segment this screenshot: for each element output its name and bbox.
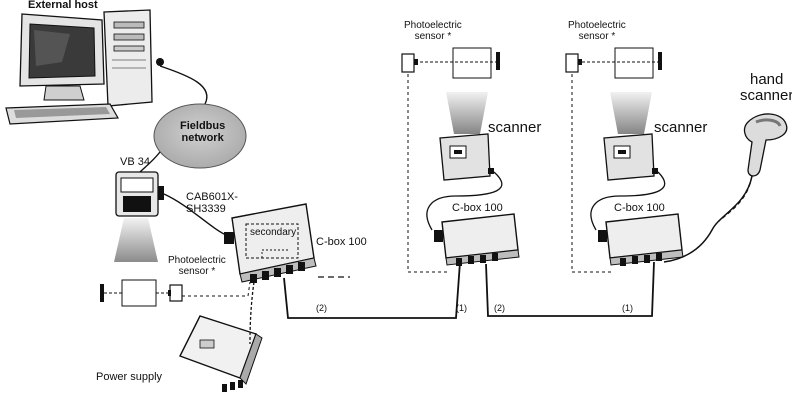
junction-box-icon <box>434 213 520 266</box>
node2-scanner-label: scanner <box>654 119 708 136</box>
node1-photo-line1: Photoelectric <box>404 20 462 31</box>
photo-label-line1: Photoelectric <box>168 255 226 266</box>
link-marker-2: (2) <box>316 303 327 313</box>
detection-zone <box>614 47 654 79</box>
link-marker-2: (2) <box>494 303 505 313</box>
hand-scanner-line2: scanner <box>740 86 792 104</box>
node1-cbox-label: C-box 100 <box>452 202 503 214</box>
photoelectric-sensor-icon <box>565 53 582 73</box>
detection-zone <box>452 47 492 79</box>
junction-box-icon <box>598 213 684 266</box>
secondary-indicator <box>245 223 299 259</box>
junction-box-icon <box>224 203 317 283</box>
node2-photo-label: Photoelectric sensor * <box>568 20 626 42</box>
link-marker-1: (1) <box>456 303 467 313</box>
external-host-label: External host <box>28 0 98 11</box>
hand-scanner-line1: hand <box>750 71 784 88</box>
link-marker-1: (1) <box>622 303 633 313</box>
cable-label-line2: SH3339 <box>186 202 226 215</box>
hand-scanner-label: hand scanner <box>740 72 792 104</box>
power-supply-icon <box>179 315 263 392</box>
reflector-icon <box>496 52 500 70</box>
vb34-label: VB 34 <box>120 156 150 168</box>
fieldbus-label-line2: network <box>181 131 224 144</box>
fieldbus-cloud-icon <box>153 103 247 169</box>
scanner-icon <box>603 133 658 181</box>
scanner-icon <box>439 133 494 181</box>
hand-scanner-icon <box>743 113 788 177</box>
fieldbus-label-line1: Fieldbus <box>180 120 226 132</box>
node2-cbox-label: C-box 100 <box>614 202 665 214</box>
fieldbus-label: Fieldbus network <box>180 120 226 144</box>
node1-photo-line2: sensor * <box>414 30 452 42</box>
photoelectric-sensor-icon <box>168 284 183 302</box>
node1-scanner-label: scanner <box>488 119 542 136</box>
connector-icon <box>156 58 164 66</box>
photoelectric-sensor-label: Photoelectric sensor * <box>168 255 226 277</box>
photo-label-line2: sensor * <box>178 265 216 277</box>
reflector-icon <box>100 284 122 302</box>
secondary-label: secondary <box>250 227 297 238</box>
node2-photo-line2: sensor * <box>578 30 616 42</box>
power-supply-label: Power supply <box>96 371 163 383</box>
scanner-icon <box>115 171 164 217</box>
main-cbox-label: C-box 100 <box>316 236 367 248</box>
detection-zone <box>121 279 157 307</box>
computer-icon <box>5 9 153 125</box>
cable-label: CAB601X- SH3339 <box>186 191 238 215</box>
node1-photo-label: Photoelectric sensor * <box>404 20 462 42</box>
cable-label-line1: CAB601X- <box>186 191 238 203</box>
node2-photo-line1: Photoelectric <box>568 20 626 31</box>
reflector-icon <box>658 52 662 70</box>
photoelectric-sensor-icon <box>401 53 418 73</box>
